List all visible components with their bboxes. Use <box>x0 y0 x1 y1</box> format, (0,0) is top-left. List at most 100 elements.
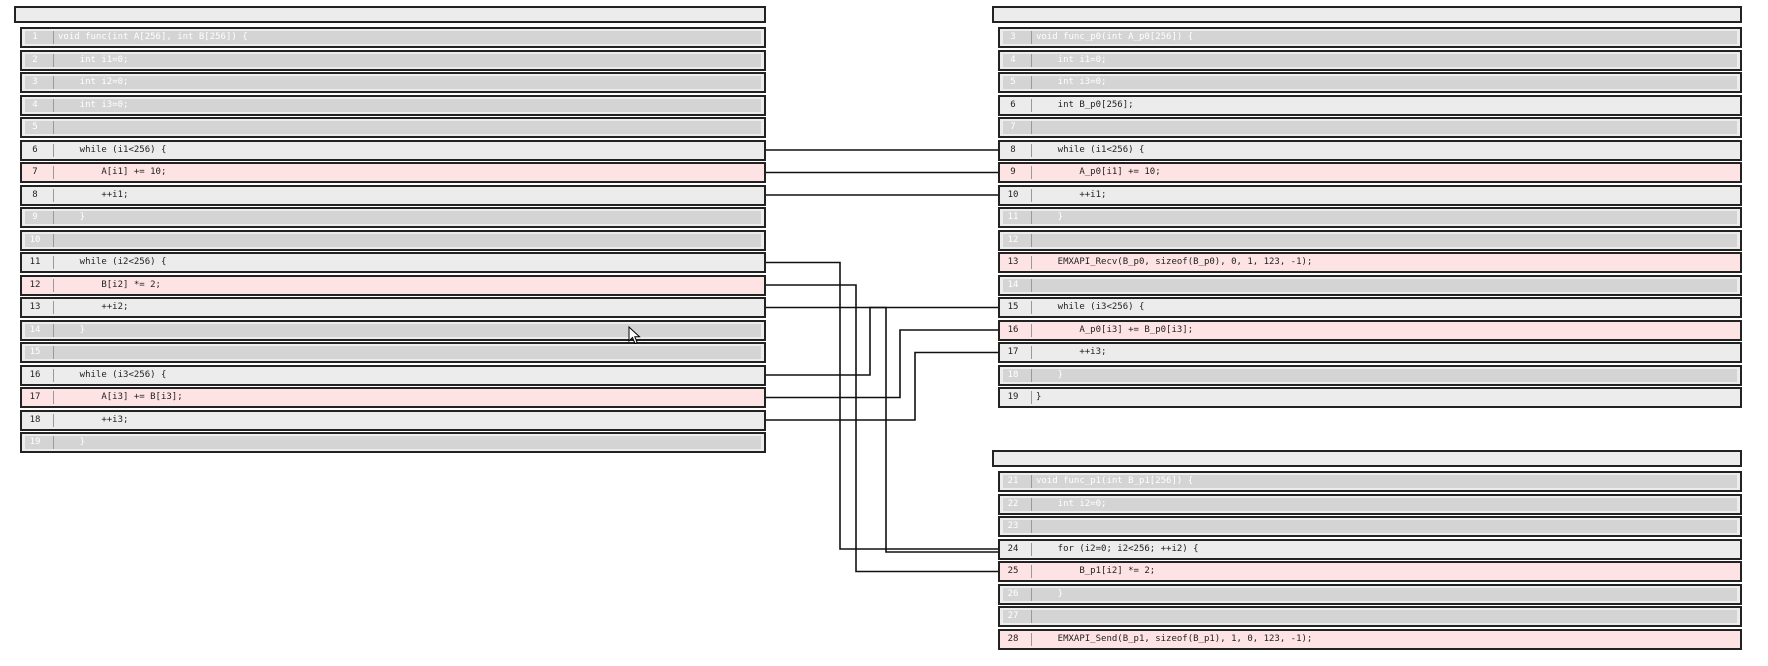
code-text: } <box>1036 369 1064 380</box>
line-number: 18 <box>29 414 41 425</box>
code-line-16: 16 while (i3<256) { <box>20 364 766 386</box>
code-line-27: 27 <box>998 606 1742 627</box>
line-number: 2 <box>32 54 38 65</box>
code-line-23: 23 <box>998 516 1742 537</box>
gutter-divider <box>53 31 54 44</box>
code-text: } <box>58 437 86 447</box>
gutter-divider <box>1031 256 1032 269</box>
gutter-divider <box>53 256 54 269</box>
line-number: 8 <box>32 189 38 200</box>
code-text: while (i3<256) { <box>58 369 167 380</box>
code-line-13: 13 EMXAPI_Recv(B_p0, sizeof(B_p0), 0, 1,… <box>998 252 1742 273</box>
gutter-divider <box>1031 278 1032 292</box>
code-line-28: 28 EMXAPI_Send(B_p1, sizeof(B_p1), 1, 0,… <box>998 628 1742 650</box>
line-number: 12 <box>1007 234 1019 245</box>
gutter-divider <box>1031 98 1032 112</box>
code-text: } <box>1036 588 1064 599</box>
panel-header <box>14 6 766 23</box>
gutter-divider <box>53 166 54 179</box>
line-number: 16 <box>1007 324 1019 335</box>
line-number: 25 <box>1007 566 1019 576</box>
code-line-22: 22 int i2=0; <box>998 493 1742 515</box>
line-number: 24 <box>1007 543 1019 554</box>
connector-line-17-to-16 <box>766 329 998 399</box>
connector-line-12-to-25 <box>766 284 998 573</box>
code-line-25: 25 B_p1[i2] *= 2; <box>998 561 1742 582</box>
gutter-divider <box>1031 233 1032 247</box>
connector-line-11-to-24 <box>766 261 998 550</box>
code-text: ++i2; <box>58 302 129 312</box>
gutter-divider <box>1031 520 1032 533</box>
code-line-4: 4 int i3=0; <box>20 94 766 116</box>
code-line-6: 6 while (i1<256) { <box>20 139 766 161</box>
line-number: 3 <box>1010 32 1016 42</box>
code-line-26: 26 } <box>998 583 1742 605</box>
gutter-divider <box>53 143 54 157</box>
code-text: } <box>1036 392 1042 402</box>
code-text: while (i1<256) { <box>58 144 167 155</box>
gutter-divider <box>1031 76 1032 89</box>
code-text: int B_p0[256]; <box>1036 99 1134 110</box>
code-line-12: 12 <box>998 229 1742 251</box>
code-text: ++i1; <box>1036 189 1107 200</box>
connector-line-13-to-24 <box>766 306 998 553</box>
code-text: int i1=0; <box>58 54 129 65</box>
gutter-divider <box>1031 632 1032 646</box>
line-number: 13 <box>29 302 41 312</box>
code-text: A[i1] += 10; <box>58 167 167 177</box>
line-number: 12 <box>29 279 41 290</box>
code-line-14: 14 <box>998 274 1742 296</box>
code-line-15: 15 while (i3<256) { <box>998 297 1742 318</box>
code-line-9: 9 A_p0[i1] += 10; <box>998 162 1742 183</box>
line-number: 18 <box>1007 369 1019 380</box>
gutter-divider <box>1031 368 1032 382</box>
code-text: } <box>1036 212 1064 222</box>
code-text: EMXAPI_Send(B_p1, sizeof(B_p1), 1, 0, 12… <box>1036 633 1313 644</box>
code-line-24: 24 for (i2=0; i2<256; ++i2) { <box>998 538 1742 560</box>
gutter-divider <box>1031 166 1032 179</box>
code-line-19: 19} <box>998 387 1742 408</box>
mouse-cursor-icon <box>628 326 641 345</box>
gutter-divider <box>53 391 54 404</box>
gutter-divider <box>1031 565 1032 578</box>
line-number: 19 <box>29 437 41 447</box>
code-text: void func_p1(int B_p1[256]) { <box>1036 476 1194 486</box>
gutter-divider <box>53 98 54 112</box>
line-number: 26 <box>1007 588 1019 599</box>
gutter-divider <box>53 301 54 314</box>
gutter-divider <box>53 436 54 449</box>
gutter-divider <box>53 188 54 202</box>
code-line-2: 2 int i1=0; <box>20 49 766 71</box>
code-line-6: 6 int B_p0[256]; <box>998 94 1742 116</box>
code-line-7: 7 A[i1] += 10; <box>20 162 766 183</box>
gutter-divider <box>53 211 54 224</box>
line-number: 7 <box>32 167 38 177</box>
gutter-divider <box>53 121 54 134</box>
line-number: 7 <box>1010 122 1016 132</box>
line-number: 11 <box>1007 212 1019 222</box>
code-text: ++i3; <box>58 414 129 425</box>
line-number: 4 <box>1010 54 1016 65</box>
gutter-divider <box>1031 301 1032 314</box>
gutter-divider <box>53 278 54 292</box>
code-text: int i2=0; <box>58 77 129 87</box>
line-number: 8 <box>1010 144 1016 155</box>
gutter-divider <box>53 76 54 89</box>
code-line-5: 5 <box>20 117 766 138</box>
code-text: int i1=0; <box>1036 54 1107 65</box>
code-line-15: 15 <box>20 342 766 363</box>
line-number: 16 <box>29 369 41 380</box>
line-number: 22 <box>1007 498 1019 509</box>
gutter-divider <box>53 413 54 427</box>
line-number: 14 <box>29 324 41 335</box>
line-number: 15 <box>1007 302 1019 312</box>
code-text: A_p0[i3] += B_p0[i3]; <box>1036 324 1194 335</box>
gutter-divider <box>1031 211 1032 224</box>
code-text: A[i3] += B[i3]; <box>58 392 183 402</box>
code-line-9: 9 } <box>20 207 766 228</box>
line-number: 13 <box>1007 257 1019 267</box>
code-line-7: 7 <box>998 117 1742 138</box>
